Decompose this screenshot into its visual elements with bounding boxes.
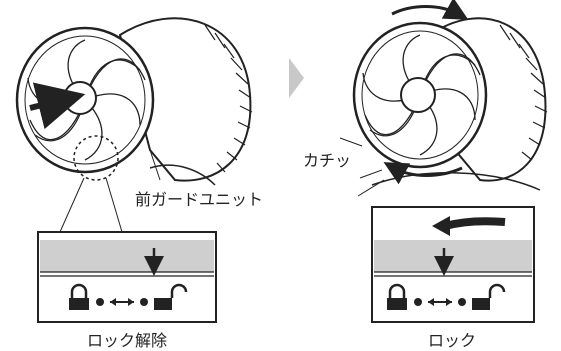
rotate-arrow-top xyxy=(391,0,469,20)
unlock-caption: ロック解除 xyxy=(87,331,167,350)
click-line xyxy=(357,179,385,197)
lock-caption: ロック xyxy=(428,331,476,350)
dot-icon xyxy=(458,298,466,306)
lock-panel-band xyxy=(374,240,532,272)
unlock-panel-band xyxy=(40,240,214,272)
lock-lock-icon-row xyxy=(387,283,506,310)
dot-icon xyxy=(140,298,148,306)
lock-closed-icon xyxy=(387,283,407,310)
fan-hub-left xyxy=(63,81,97,115)
double-arrow-icon xyxy=(110,298,134,306)
fan-body-ribs-right xyxy=(499,24,548,161)
lock-closed-icon xyxy=(69,283,89,310)
rotate-arrow-bottom xyxy=(383,162,463,185)
unlock-panel xyxy=(37,231,217,323)
lock-open-icon xyxy=(472,283,506,310)
unlock-lock-icon-row xyxy=(69,283,188,310)
fan-hub-right xyxy=(400,77,436,113)
fan-body-ribs-left xyxy=(204,24,253,173)
lock-open-icon xyxy=(154,283,188,310)
fan-right xyxy=(339,0,548,197)
push-arrow xyxy=(29,82,86,130)
dot-icon xyxy=(96,298,104,306)
slide-left-arrow xyxy=(443,217,506,230)
front-guard-leader xyxy=(149,149,161,181)
latch-highlight-circle xyxy=(73,135,119,181)
fan-body-left xyxy=(118,17,252,182)
fan-left xyxy=(15,17,253,233)
front-guard-unit-label: 前ガードユニット xyxy=(135,190,263,209)
stage-arrow-icon xyxy=(289,58,304,98)
dot-icon xyxy=(414,298,422,306)
click-sound-label: カチッ xyxy=(303,151,351,170)
double-arrow-icon xyxy=(428,298,452,306)
click-line xyxy=(339,137,363,147)
click-line xyxy=(359,169,383,179)
lock-panel xyxy=(371,206,535,323)
